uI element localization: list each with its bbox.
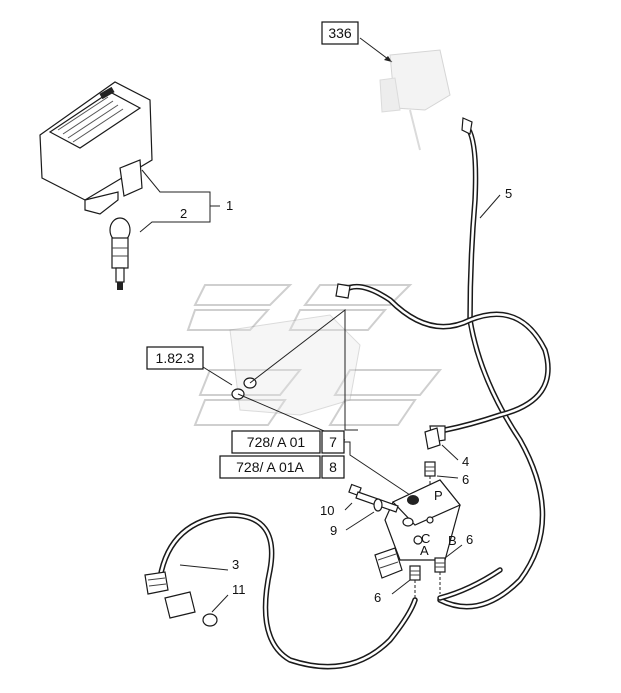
hose-right-lower bbox=[437, 567, 503, 601]
watermark-logo bbox=[186, 284, 443, 426]
clamp-bracket bbox=[164, 591, 196, 619]
ref-728-a01a-callout[interactable]: 728/ A 01A 8 bbox=[219, 455, 345, 479]
label-6a: 6 bbox=[462, 472, 469, 487]
label-6c: 6 bbox=[374, 590, 381, 605]
ref-728-a01a-box bbox=[219, 455, 321, 479]
label-4: 4 bbox=[462, 454, 469, 469]
item-8-box bbox=[321, 455, 345, 479]
bolt-10 bbox=[348, 483, 399, 513]
port-b-mark: B bbox=[448, 533, 457, 548]
hose-4-fitting bbox=[424, 427, 441, 450]
leader-6a bbox=[436, 475, 459, 479]
rocker-switch bbox=[39, 81, 153, 215]
leader-6c bbox=[391, 579, 411, 595]
leader-1823 bbox=[202, 366, 233, 386]
leader-1-2 bbox=[139, 169, 211, 233]
fitting-6-right bbox=[434, 557, 446, 573]
port-a-mark: A bbox=[420, 543, 429, 558]
ref-336-box bbox=[321, 21, 359, 45]
label-2: 2 bbox=[180, 206, 187, 221]
label-9: 9 bbox=[330, 523, 337, 538]
ref-728-a01-text: 728/ A 01 bbox=[247, 434, 306, 450]
solenoid-connector bbox=[374, 547, 403, 579]
bulb-lamp bbox=[109, 217, 131, 290]
port-p-mark: P bbox=[434, 488, 443, 503]
hose-upper-loop bbox=[335, 283, 551, 443]
label-3: 3 bbox=[232, 557, 239, 572]
bracket-faint bbox=[229, 314, 361, 416]
leader-to-7 bbox=[249, 308, 358, 431]
label-5: 5 bbox=[505, 186, 512, 201]
hose-3 bbox=[157, 512, 418, 670]
ref-336-text: 336 bbox=[328, 25, 352, 41]
plug-11 bbox=[202, 613, 218, 627]
label-1: 1 bbox=[226, 198, 233, 213]
fitting-6-bottom bbox=[409, 565, 421, 581]
label-11: 11 bbox=[232, 582, 246, 597]
leader-11 bbox=[211, 594, 229, 613]
ref-728-a01a-text: 728/ A 01A bbox=[236, 459, 304, 475]
leader-7-8-to-valve bbox=[344, 441, 411, 496]
leader-3 bbox=[179, 564, 229, 571]
leader-6b bbox=[444, 544, 463, 559]
valve-block-faint bbox=[379, 49, 451, 151]
item-7-text: 7 bbox=[329, 434, 337, 450]
label-6b: 6 bbox=[466, 532, 473, 547]
label-10: 10 bbox=[320, 503, 334, 518]
hose-5 bbox=[437, 117, 546, 610]
valve-block: P B A C bbox=[384, 479, 461, 561]
ref-728-a01-box bbox=[231, 430, 321, 454]
ref-1823-box bbox=[146, 346, 204, 370]
leader-4 bbox=[441, 444, 459, 461]
fitting-6-top bbox=[424, 461, 436, 477]
washer-9 bbox=[373, 498, 383, 512]
ref-1823-callout[interactable]: 1.82.3 bbox=[146, 346, 204, 370]
ref-1823-text: 1.82.3 bbox=[156, 350, 195, 366]
arrow-head-icon bbox=[384, 56, 392, 62]
port-c-mark: C bbox=[421, 531, 430, 546]
ref-336-callout[interactable]: 336 bbox=[321, 21, 359, 45]
elbow-fitting bbox=[144, 571, 169, 595]
ref-728-a01-callout[interactable]: 728/ A 01 7 bbox=[231, 430, 345, 454]
leader-10 bbox=[344, 502, 353, 511]
leader-5 bbox=[479, 194, 501, 219]
leader-9 bbox=[345, 511, 375, 531]
item-8-text: 8 bbox=[329, 459, 337, 475]
